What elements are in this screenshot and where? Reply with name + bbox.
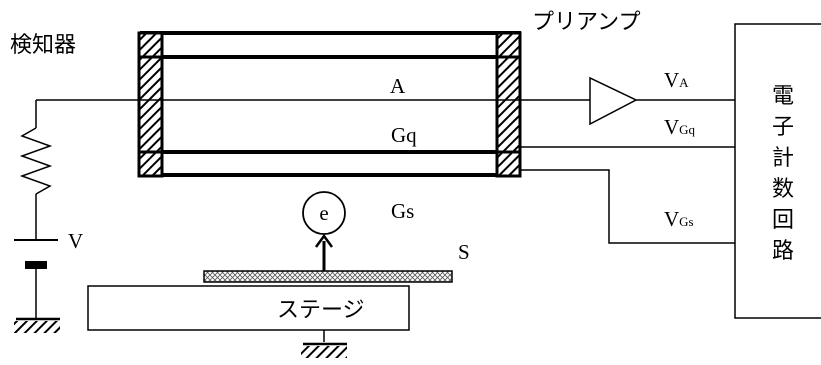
stage	[87, 285, 410, 331]
grid-s-label: Gs	[391, 199, 414, 223]
vgs-label: VGs	[664, 207, 694, 231]
resistor	[19, 127, 53, 195]
counter-box	[734, 23, 821, 319]
sample-label: S	[458, 240, 470, 264]
counter-label: 電子計数回路	[772, 84, 794, 264]
ground-stage-icon	[301, 330, 347, 358]
electron-circle	[302, 191, 346, 235]
voltage-label: V	[68, 229, 83, 253]
preamplifier-icon	[589, 76, 638, 126]
detector-label: 検知器	[10, 33, 76, 58]
anode-label: A	[390, 74, 406, 98]
ground-left-icon	[14, 317, 60, 333]
battery-minus-plate	[25, 261, 47, 269]
bias-circuit	[14, 100, 60, 333]
detector-frame	[137, 31, 522, 178]
preamp-label: プリアンプ	[532, 10, 640, 35]
electron-label: e	[319, 201, 328, 225]
grid-wires	[162, 150, 400, 177]
vgq-label: VGq	[664, 115, 696, 139]
electron-path	[302, 191, 346, 271]
stage-label: ステージ	[277, 298, 365, 323]
grid-q-label: Gq	[391, 123, 417, 147]
sample	[203, 270, 453, 283]
vgs-wire	[520, 169, 735, 244]
va-label: VA	[664, 68, 689, 92]
